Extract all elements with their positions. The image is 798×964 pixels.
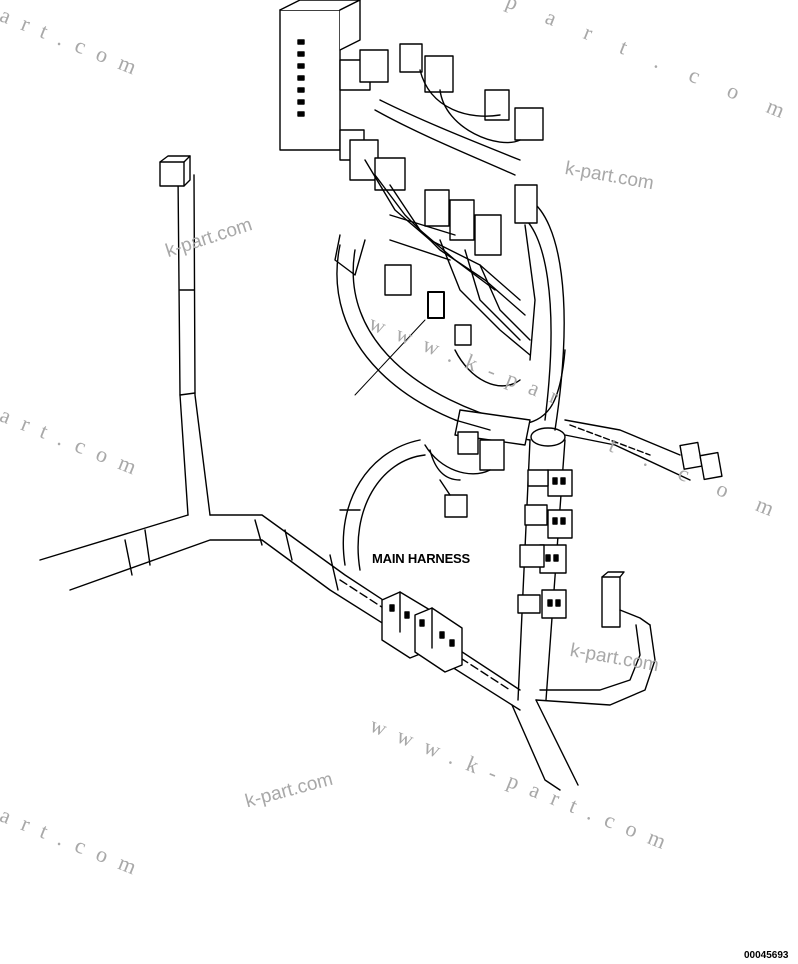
right-branch (564, 419, 691, 481)
top-left-connector (159, 161, 185, 187)
relay-connectors (339, 43, 544, 346)
main-harness-label: MAIN HARNESS (372, 551, 470, 566)
fuse-relay-box (279, 0, 389, 151)
left-wire-loop (339, 439, 426, 571)
main-trunk (39, 514, 521, 711)
drawing-number: 00045693 (744, 950, 789, 961)
bundle-clamps (517, 469, 573, 619)
left-vertical-branch (159, 155, 211, 516)
trunk-connectors (381, 591, 463, 673)
relay-wires (364, 69, 536, 387)
lower-branch (511, 624, 656, 791)
